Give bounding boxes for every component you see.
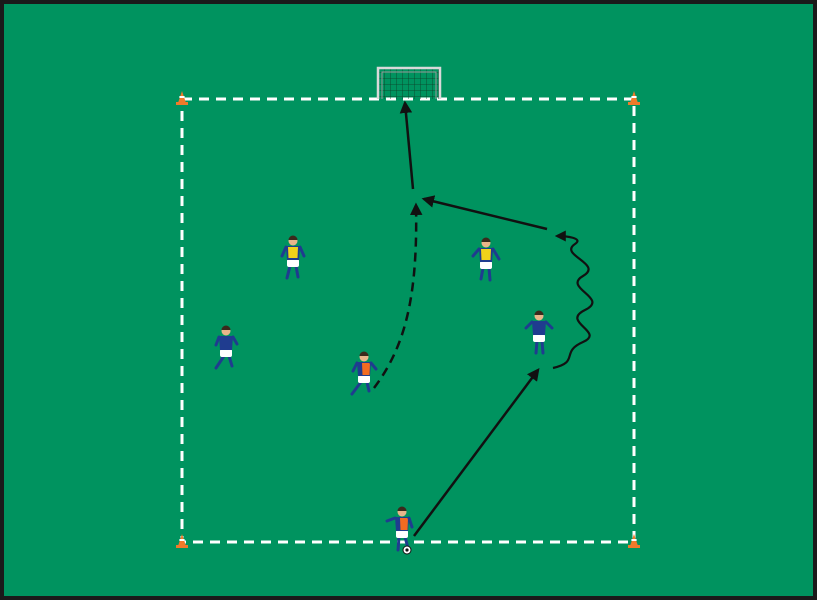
cone xyxy=(628,91,640,105)
player-blue-yellow-bib xyxy=(280,235,306,280)
soccer-ball-icon xyxy=(402,545,412,555)
goal xyxy=(376,66,442,99)
arrow-shot-on-goal xyxy=(399,100,415,190)
player-orange xyxy=(350,351,378,396)
arrow-dribble-up xyxy=(552,230,594,370)
player-orange-with-ball xyxy=(385,506,414,552)
arrow-pass-to-right xyxy=(412,367,540,537)
player-yellow-bib xyxy=(471,237,501,282)
player-blue xyxy=(524,310,554,355)
cone xyxy=(628,534,640,548)
arrow-cross-pass xyxy=(421,195,548,231)
cone xyxy=(176,534,188,548)
arrow-run-dashed xyxy=(372,202,423,389)
player-blue xyxy=(214,325,239,370)
cone xyxy=(176,91,188,105)
